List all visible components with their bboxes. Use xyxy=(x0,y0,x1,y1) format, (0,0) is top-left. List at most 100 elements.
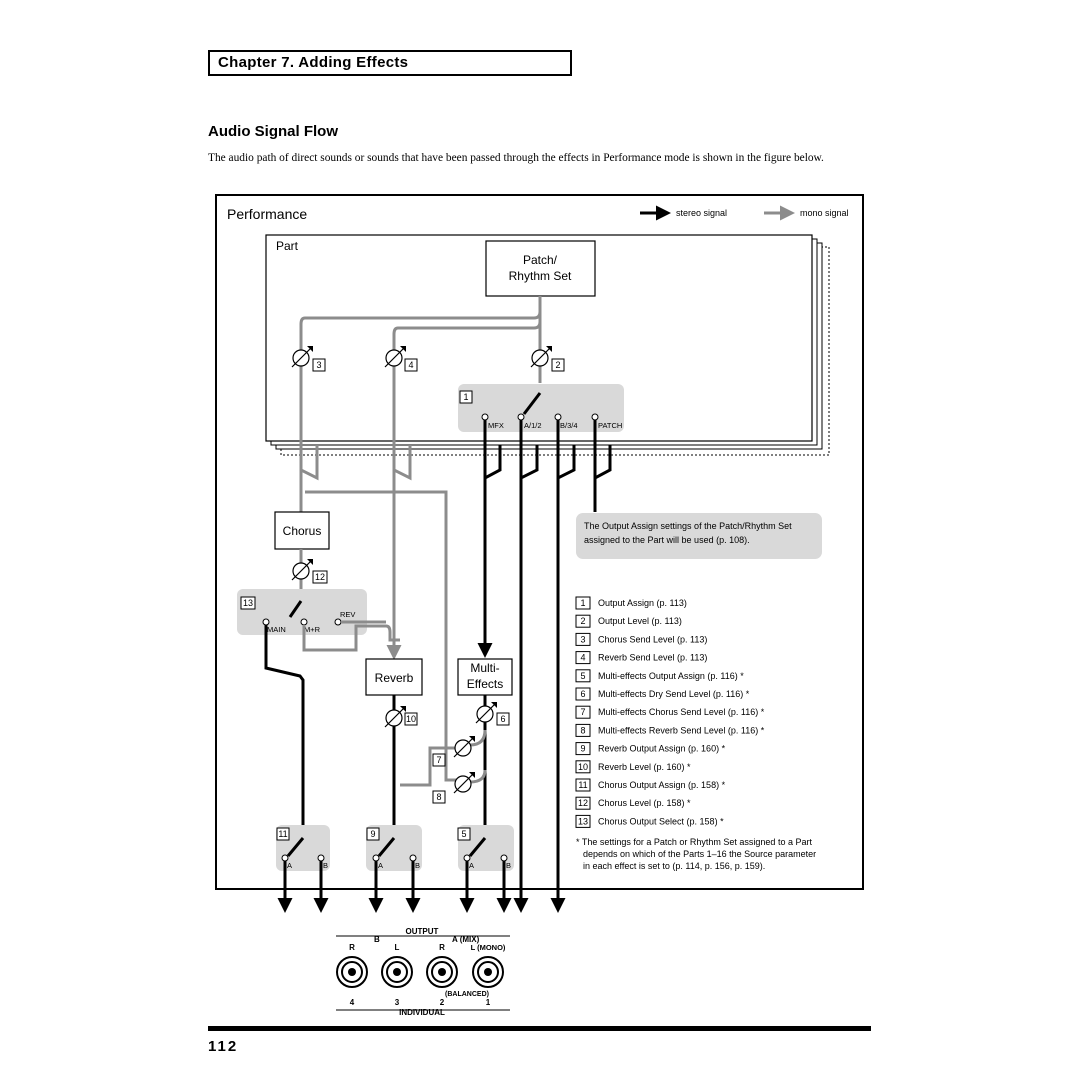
param-number: 3 xyxy=(580,634,585,644)
param-text: Reverb Level (p. 160) * xyxy=(598,762,691,772)
param-number: 8 xyxy=(580,725,585,735)
svg-text:A/1/2: A/1/2 xyxy=(524,421,542,430)
svg-text:B/3/4: B/3/4 xyxy=(560,421,578,430)
param-number: 5 xyxy=(580,671,585,681)
param-number: 4 xyxy=(580,653,585,663)
svg-text:13: 13 xyxy=(243,598,253,608)
footnote: * The settings for a Patch or Rhythm Set… xyxy=(576,837,816,871)
svg-text:4: 4 xyxy=(350,998,355,1007)
section-title: Audio Signal Flow xyxy=(208,123,338,140)
svg-text:PATCH: PATCH xyxy=(598,421,622,430)
param-number: 6 xyxy=(580,689,585,699)
param-text: Chorus Send Level (p. 113) xyxy=(598,634,707,644)
svg-text:* The settings for a Patch or: * The settings for a Patch or Rhythm Set… xyxy=(576,837,812,847)
param-number: 9 xyxy=(580,744,585,754)
param-text: Multi-effects Dry Send Level (p. 116) * xyxy=(598,689,750,699)
svg-text:10: 10 xyxy=(406,714,416,724)
param-number: 1 xyxy=(580,598,585,608)
legend-mono: mono signal xyxy=(800,208,849,218)
reverb-output-assign-panel xyxy=(366,825,422,871)
svg-text:Chorus: Chorus xyxy=(283,524,322,538)
svg-text:1: 1 xyxy=(463,392,468,402)
intro-paragraph: The audio path of direct sounds or sound… xyxy=(208,152,824,164)
param-text: Multi-effects Chorus Send Level (p. 116)… xyxy=(598,707,765,717)
svg-text:2: 2 xyxy=(555,360,560,370)
svg-text:11: 11 xyxy=(278,829,287,839)
param-text: Multi-effects Output Assign (p. 116) * xyxy=(598,671,744,681)
part-label: Part xyxy=(276,239,299,253)
svg-text:B: B xyxy=(415,861,420,870)
performance-title: Performance xyxy=(227,206,307,222)
note-callout-bg xyxy=(576,513,822,559)
param-text: Multi-effects Reverb Send Level (p. 116)… xyxy=(598,725,765,735)
svg-text:2: 2 xyxy=(440,998,445,1007)
reverb-box xyxy=(365,658,423,696)
svg-text:7: 7 xyxy=(436,755,441,765)
param-text: Chorus Output Assign (p. 158) * xyxy=(598,780,726,790)
param-number: 10 xyxy=(578,762,588,772)
send-lines xyxy=(299,296,542,481)
performance-frame xyxy=(215,194,864,890)
output-assign-panel xyxy=(458,384,624,432)
param-text: Output Level (p. 113) xyxy=(598,616,682,626)
svg-text:A: A xyxy=(378,861,383,870)
note-callout: The Output Assign settings of the Patch/… xyxy=(584,521,792,545)
chapter-heading: Chapter 7. Adding Effects xyxy=(208,50,572,76)
svg-text:in each effect is set to (p. 1: in each effect is set to (p. 114, p. 156… xyxy=(583,861,765,871)
number-markers: 1 2 3 4 5 6 7 8 9 10 11 12 13 xyxy=(240,358,565,841)
param-number: 12 xyxy=(578,798,588,808)
param-number: 11 xyxy=(578,780,587,790)
svg-text:1: 1 xyxy=(486,998,491,1007)
svg-text:Rhythm Set: Rhythm Set xyxy=(509,269,572,283)
svg-text:B: B xyxy=(374,935,380,944)
svg-text:3: 3 xyxy=(395,998,400,1007)
svg-text:6: 6 xyxy=(500,714,505,724)
footer-rule xyxy=(208,1026,871,1031)
param-text: Reverb Send Level (p. 113) xyxy=(598,653,707,663)
page-number: 112 xyxy=(208,1038,239,1055)
svg-text:5: 5 xyxy=(461,829,466,839)
svg-text:9: 9 xyxy=(370,829,375,839)
chorus-box xyxy=(274,511,330,550)
svg-text:A (MIX): A (MIX) xyxy=(452,935,480,944)
svg-text:B: B xyxy=(506,861,511,870)
svg-text:8: 8 xyxy=(436,792,441,802)
svg-text:B: B xyxy=(323,861,328,870)
param-text: Chorus Level (p. 158) * xyxy=(598,798,691,808)
svg-text:3: 3 xyxy=(316,360,321,370)
svg-text:12: 12 xyxy=(315,572,325,582)
svg-text:4: 4 xyxy=(408,360,413,370)
svg-text:A: A xyxy=(287,861,292,870)
param-text: Chorus Output Select (p. 158) * xyxy=(598,816,724,826)
chorus-select-panel xyxy=(237,589,367,635)
legend-stereo: stereo signal xyxy=(676,208,727,218)
svg-text:MFX: MFX xyxy=(488,421,504,430)
param-text: Reverb Output Assign (p. 160) * xyxy=(598,744,726,754)
param-number: 2 xyxy=(580,616,585,626)
svg-text:R: R xyxy=(439,943,445,952)
multi-effects-box xyxy=(457,658,513,696)
param-number: 7 xyxy=(580,707,585,717)
param-text: Output Assign (p. 113) xyxy=(598,598,687,608)
parameter-list: 1 Output Assign (p. 113) 2 Output Level (p.… xyxy=(575,596,765,828)
output-arrows xyxy=(277,861,566,913)
svg-text:Reverb: Reverb xyxy=(375,671,414,685)
patch-rhythm-box xyxy=(485,240,596,297)
svg-text:R: R xyxy=(349,943,355,952)
svg-text:L: L xyxy=(395,943,400,952)
output-jack-panel: OUTPUT B A (MIX) R L R L (MONO) (BALANCE… xyxy=(336,927,510,1017)
svg-text:MAIN: MAIN xyxy=(267,625,286,634)
svg-text:Effects: Effects xyxy=(467,677,503,691)
svg-text:REV: REV xyxy=(340,610,355,619)
svg-text:OUTPUT: OUTPUT xyxy=(406,927,439,936)
svg-text:Multi-: Multi- xyxy=(470,661,499,675)
mfx-output-assign-panel xyxy=(458,825,514,871)
svg-text:depends on which of the Parts: depends on which of the Parts 1–16 the S… xyxy=(583,849,816,859)
param-number: 13 xyxy=(578,816,588,826)
svg-text:A: A xyxy=(469,861,474,870)
svg-text:Patch/: Patch/ xyxy=(523,253,558,267)
svg-text:INDIVIDUAL: INDIVIDUAL xyxy=(399,1008,445,1017)
svg-text:M+R: M+R xyxy=(304,625,321,634)
svg-text:L (MONO): L (MONO) xyxy=(471,943,506,952)
